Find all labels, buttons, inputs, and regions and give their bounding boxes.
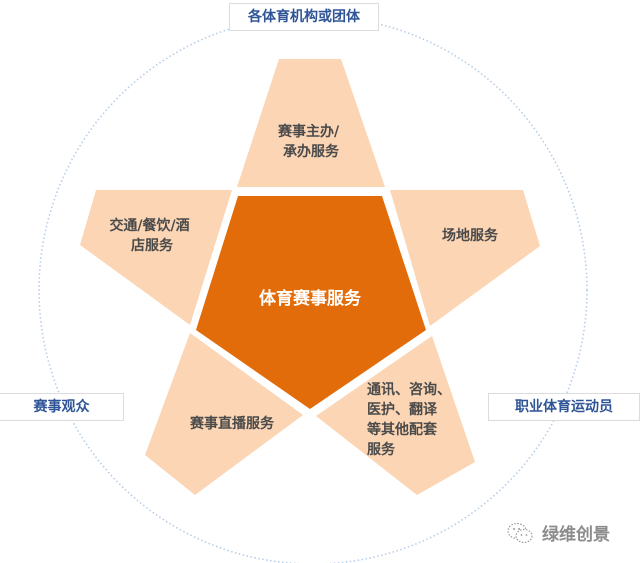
watermark: 绿维创景 (506, 520, 610, 545)
stakeholder-label-top: 各体育机构或团体 (229, 3, 379, 31)
wechat-icon (507, 522, 533, 543)
core-pentagon (196, 196, 426, 409)
petal-top (237, 59, 385, 187)
petal-lower-left (145, 333, 303, 495)
core-label: 体育赛事服务 (259, 288, 362, 309)
petal-upper-left-text: 交通/餐饮/酒 店服务 (109, 217, 194, 254)
stakeholder-label-right: 职业体育运动员 (488, 393, 640, 421)
petal-lower-left-text: 赛事直播服务 (189, 415, 275, 432)
stakeholder-label-left: 赛事观众 (0, 393, 124, 421)
stakeholder-ring (38, 15, 588, 563)
petal-lower-right (316, 336, 475, 495)
petal-upper-right-text: 场地服务 (442, 227, 499, 244)
petal-upper-right (390, 190, 540, 326)
petal-top-text: 赛事主办/ 承办服务 (277, 123, 344, 160)
petal-upper-left (80, 190, 232, 325)
petal-lower-right-text: 通讯、咨询、 医护、翻译 等其他配套 服务 (367, 381, 456, 458)
watermark-text: 绿维创景 (542, 525, 610, 545)
